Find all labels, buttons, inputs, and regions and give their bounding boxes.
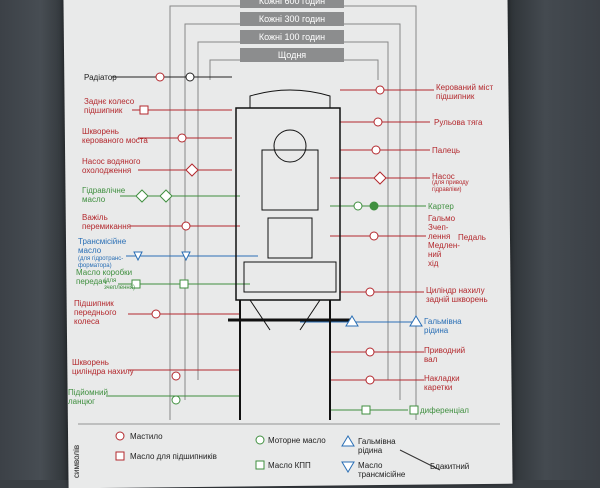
label-pedal: Педаль (458, 233, 486, 242)
label-brake-clutch-inching: Гальмо Зчеп- лення Медлен- ний хід (428, 214, 460, 268)
label-clutch-note: (для зчеплення) (104, 278, 135, 291)
label-tilt-cylinder-rear-pin: Циліндр нахилу задній шкворень (426, 286, 488, 304)
legend-brake-fluid: Гальмівна рідина (358, 437, 396, 455)
schedule-100h: Кожні 100 годин (240, 30, 344, 44)
schedule-600h: Кожні 600 годин (240, 0, 344, 8)
label-drive-shaft: Приводний вал (424, 346, 466, 364)
legend-bearing-grease: Масло для підшипників (130, 452, 217, 461)
legend-engine-oil: Моторне масло (268, 436, 326, 445)
label-carriage-pads: Накладки каретки (424, 374, 460, 392)
schedule-300h: Кожні 300 годин (240, 12, 344, 26)
background-left (0, 0, 68, 480)
label-torque-converter-note: (для гідротранс- форматора) (78, 256, 124, 269)
schedule-daily: Щодня (240, 48, 344, 62)
label-rear-wheel-bearing: Заднє колесо підшипник (84, 97, 135, 115)
label-steer-axle-kingpin: Шкворень керованого моста (82, 127, 148, 145)
legend-blue: Блакитний (430, 462, 470, 471)
legend-transmission-oil: Масло трансмісійне (358, 461, 406, 479)
label-pump-note: (для приводу гідравліки) (432, 180, 469, 193)
label-steer-axle-bearing: Керований міст підшипник (436, 83, 494, 101)
label-brake-fluid: Гальмівна рідина (424, 317, 462, 335)
legend-grease: Мастило (130, 432, 163, 441)
label-gearbox-oil: Масло коробки передач (76, 268, 133, 286)
label-tie-rod: Рульова тяга (434, 118, 483, 127)
label-differential: диференціал (420, 406, 469, 415)
label-radiator: Радіатор (84, 73, 117, 82)
label-hydraulic-oil: Гідравлічне масло (82, 186, 126, 204)
label-pin: Палець (432, 146, 461, 155)
legend-side-title: символів (72, 444, 81, 478)
background-right (508, 0, 600, 480)
label-water-pump: Насос водяного охолодження (82, 157, 141, 175)
label-pump: Насос (432, 172, 455, 181)
legend-gearbox-oil: Масло КПП (268, 461, 311, 470)
label-lift-chain: Підйомний ланцюг (68, 388, 108, 406)
label-front-wheel-bearing: Підшипник переднього колеса (74, 299, 117, 326)
label-crankcase: Картер (428, 202, 454, 211)
label-transmission-oil: Трансмісійне масло (78, 237, 127, 255)
label-tilt-cylinder-pin: Шкворень циліндра нахилу (72, 358, 134, 376)
label-shift-lever: Важіль перемикання (82, 213, 131, 231)
